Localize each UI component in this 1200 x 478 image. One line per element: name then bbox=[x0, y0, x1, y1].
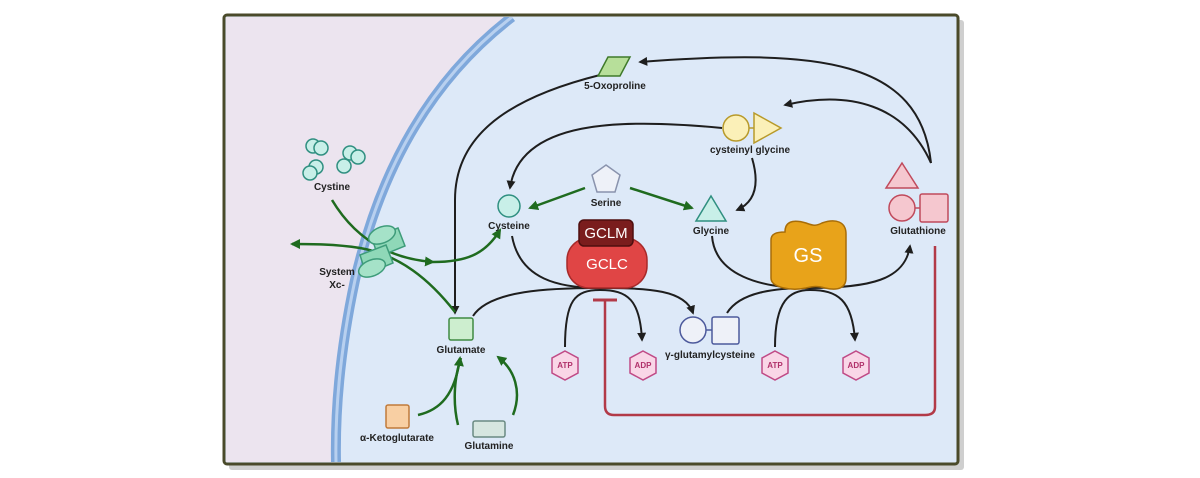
label-gclc: GCLC bbox=[586, 256, 628, 273]
extracellular-space bbox=[226, 17, 512, 462]
arrow-cysteinylglycine-to-glycine bbox=[735, 157, 757, 212]
label-xc: Xc- bbox=[329, 280, 345, 291]
system-xc-transporter bbox=[357, 225, 406, 278]
arrow-to-cysteine bbox=[432, 228, 502, 264]
arrow-glutamine-to-glutamate bbox=[496, 355, 519, 416]
label-adp-1: ADP bbox=[635, 361, 653, 370]
serine-icon bbox=[591, 164, 621, 193]
label-glycine: Glycine bbox=[693, 226, 730, 237]
label-cystine: Cystine bbox=[314, 182, 351, 193]
atp-2-icon bbox=[761, 350, 789, 381]
arrow-glutamine-branch bbox=[453, 357, 463, 426]
glutamine-icon bbox=[472, 420, 506, 438]
arrow-glutathione-to-cysteinylglycine bbox=[783, 98, 932, 164]
gamma-glutamylcysteine-icon bbox=[679, 316, 740, 345]
label-gamma-glutamylcysteine: γ-glutamylcysteine bbox=[665, 350, 755, 361]
arrow-glutamate-into-gcl bbox=[472, 287, 601, 317]
arrow-oxoproline-to-glutamate bbox=[450, 74, 601, 315]
glutamate-icon bbox=[448, 317, 474, 341]
label-adp-2: ADP bbox=[848, 361, 866, 370]
label-cysteinyl-glycine: cysteinyl glycine bbox=[710, 145, 790, 156]
label-glutathione: Glutathione bbox=[890, 226, 946, 237]
arrow-glutathione-to-oxoproline bbox=[638, 56, 932, 164]
label-atp-2: ATP bbox=[767, 361, 783, 370]
arrow-atp-adp-gcl bbox=[564, 288, 647, 348]
arrow-serine-to-cysteine bbox=[528, 186, 586, 210]
cysteine-icon bbox=[497, 194, 521, 218]
arrow-serine-to-glycine bbox=[629, 186, 694, 211]
label-glutamate: Glutamate bbox=[437, 345, 486, 356]
arrow-atp-adp-gs bbox=[774, 288, 859, 348]
adp-1-icon bbox=[629, 350, 657, 381]
adp-2-icon bbox=[842, 350, 870, 381]
label-atp-1: ATP bbox=[557, 361, 573, 370]
cysteinyl-glycine-icon bbox=[722, 111, 783, 145]
label-gclm: GCLM bbox=[584, 225, 627, 242]
arrow-cysteinylglycine-to-cysteine bbox=[506, 122, 723, 190]
oxoproline-icon bbox=[596, 56, 632, 77]
glutathione-feedback-inhibition bbox=[603, 246, 937, 417]
cystine-icon bbox=[302, 138, 366, 181]
gcl-enzyme bbox=[566, 219, 648, 289]
arrow-glutamate-export bbox=[290, 239, 456, 313]
label-serine: Serine bbox=[591, 198, 622, 209]
label-system: System bbox=[319, 267, 355, 278]
label-glutamine: Glutamine bbox=[465, 441, 514, 452]
cell-membrane-highlight bbox=[334, 17, 513, 462]
glycine-icon bbox=[694, 194, 728, 222]
glutathione-icon bbox=[884, 161, 949, 223]
atp-1-icon bbox=[551, 350, 579, 381]
alpha-ketoglutarate-icon bbox=[385, 404, 410, 429]
label-oxoproline: 5-Oxoproline bbox=[584, 81, 646, 92]
gs-enzyme bbox=[770, 220, 847, 290]
label-gs: GS bbox=[794, 245, 823, 267]
label-cysteine: Cysteine bbox=[488, 221, 530, 232]
label-alpha-ketoglutarate: α-Ketoglutarate bbox=[360, 433, 434, 444]
